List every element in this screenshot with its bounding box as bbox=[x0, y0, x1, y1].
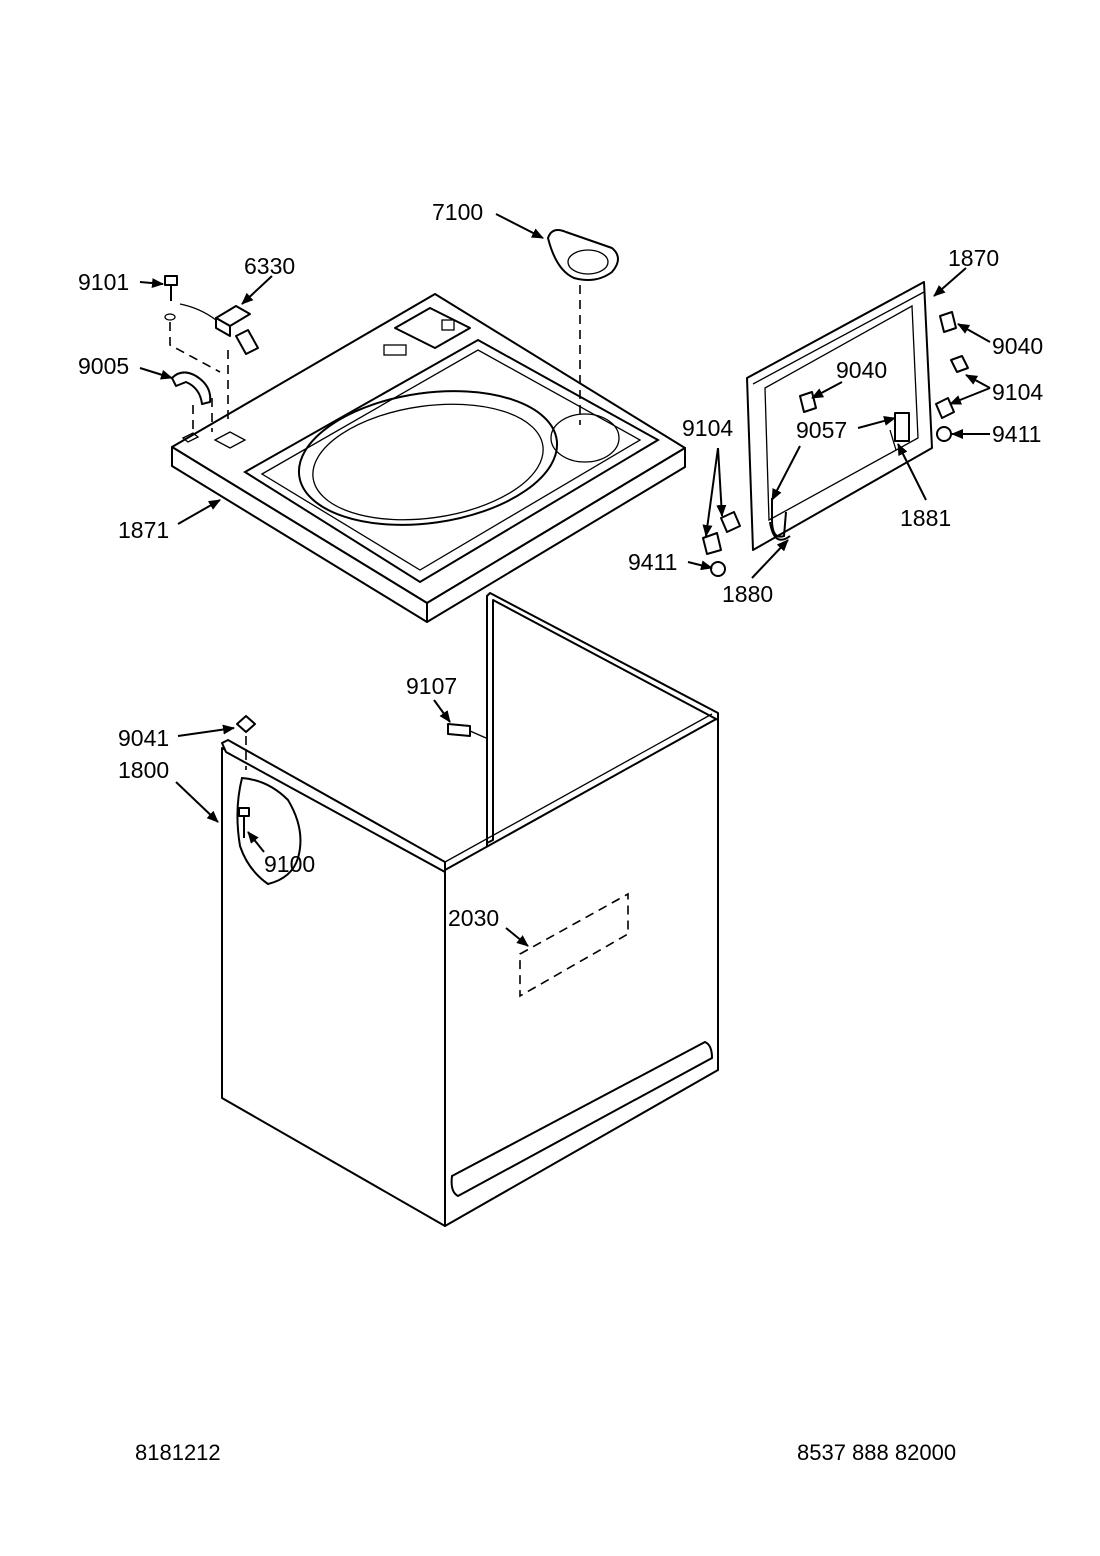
hardware-top-left bbox=[164, 275, 259, 432]
callout-9041: 9041 bbox=[118, 725, 169, 751]
callout-9040-top: 9040 bbox=[992, 333, 1043, 359]
footer-right-code: 8537 888 82000 bbox=[797, 1440, 956, 1465]
footer-left-code: 8181212 bbox=[135, 1440, 221, 1465]
callout-1871: 1871 bbox=[118, 517, 169, 543]
top-lid-part bbox=[171, 293, 686, 623]
callout-9040-inner: 9040 bbox=[836, 357, 887, 383]
callout-9411-right: 9411 bbox=[992, 421, 1041, 447]
callout-1880: 1880 bbox=[722, 581, 773, 607]
callout-9057: 9057 bbox=[796, 417, 847, 443]
callout-9104-left: 9104 bbox=[682, 415, 733, 441]
lid-assembly-part bbox=[702, 281, 969, 577]
callout-2030: 2030 bbox=[448, 905, 499, 931]
dispenser-cup-part bbox=[547, 229, 619, 425]
cabinet-part bbox=[221, 592, 719, 1227]
callout-6330: 6330 bbox=[244, 253, 295, 279]
callout-9005: 9005 bbox=[78, 353, 129, 379]
callout-labels: 7100 1870 9101 6330 9040 9005 9040 9104 … bbox=[78, 199, 1043, 931]
callout-9104-right: 9104 bbox=[992, 379, 1043, 405]
callout-9107: 9107 bbox=[406, 673, 457, 699]
callout-7100: 7100 bbox=[432, 199, 483, 225]
callout-9411-left: 9411 bbox=[628, 549, 677, 575]
callout-1881: 1881 bbox=[900, 505, 951, 531]
callout-1800: 1800 bbox=[118, 757, 169, 783]
callout-9101: 9101 bbox=[78, 269, 129, 295]
callout-1870: 1870 bbox=[948, 245, 999, 271]
callout-9100: 9100 bbox=[264, 851, 315, 877]
leader-lines bbox=[139, 213, 991, 947]
footer: 8181212 8537 888 82000 bbox=[135, 1440, 956, 1465]
